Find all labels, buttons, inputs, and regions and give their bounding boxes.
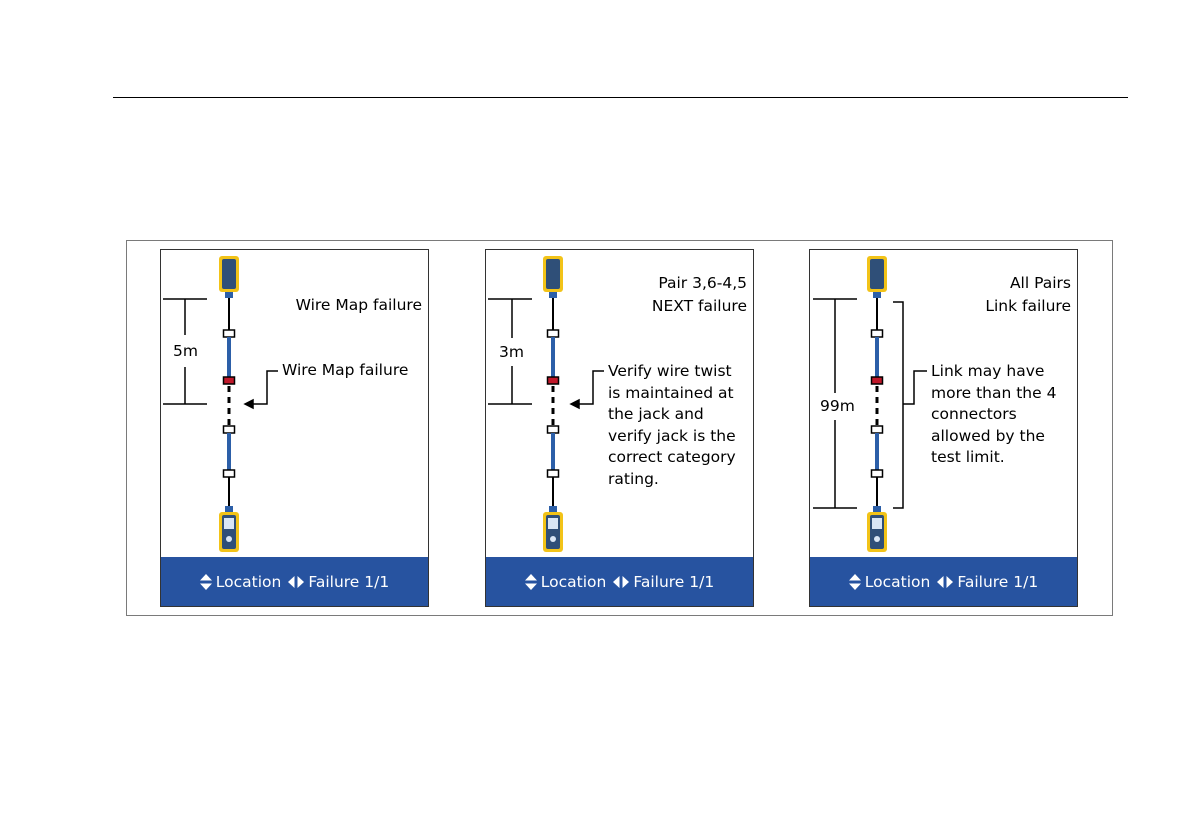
connector — [870, 329, 884, 338]
distance-label: 3m — [499, 343, 524, 361]
left-right-arrows-icon[interactable] — [937, 575, 954, 588]
cable-diagram — [488, 256, 604, 552]
failure-count-label: Failure 1/1 — [957, 572, 1039, 591]
title-line: All Pairs — [1009, 274, 1071, 292]
left-right-arrows-icon[interactable] — [288, 575, 305, 588]
up-down-arrows-icon[interactable] — [524, 573, 537, 590]
distance-bracket — [163, 298, 207, 405]
screen-title: Wire Map failure — [296, 294, 422, 317]
remote-unit-icon — [219, 256, 239, 298]
main-unit-icon — [219, 506, 239, 552]
title-line: Wire Map failure — [295, 296, 422, 314]
location-label: Location — [215, 572, 282, 591]
callout-text: Link may have more than the 4 connectors… — [931, 361, 1056, 469]
connector — [222, 329, 236, 338]
note-line: allowed by the — [931, 426, 1045, 445]
connector — [546, 469, 560, 478]
callout-text: Verify wire twist is maintained at the j… — [608, 361, 736, 490]
cable-diagram — [163, 256, 278, 552]
status-bar: Location Failure 1/1 — [810, 557, 1077, 606]
connector — [870, 469, 884, 478]
note-line: more than the 4 — [931, 383, 1057, 402]
callout-arrow — [243, 370, 278, 410]
status-bar: Location Failure 1/1 — [161, 557, 428, 606]
callout-arrow — [569, 370, 604, 410]
connector — [222, 425, 236, 434]
connector — [870, 425, 884, 434]
main-unit-icon — [543, 506, 563, 552]
remote-unit-icon — [867, 256, 887, 298]
up-down-arrows-icon[interactable] — [848, 573, 861, 590]
title-line: Link failure — [985, 297, 1071, 315]
connector — [546, 425, 560, 434]
failure-count-label: Failure 1/1 — [308, 572, 390, 591]
screen-next-failure: Pair 3,6-4,5 NEXT failure 3m Verify wire… — [485, 249, 754, 607]
status-bar: Location Failure 1/1 — [486, 557, 753, 606]
failure-count-label: Failure 1/1 — [633, 572, 715, 591]
note-line: correct category — [608, 448, 736, 466]
distance-label: 99m — [820, 397, 855, 415]
fault-connector — [222, 376, 236, 385]
title-line: Pair 3,6-4,5 — [658, 274, 747, 292]
note-line: rating. — [608, 469, 659, 488]
fault-connector — [870, 376, 884, 385]
note-line: test limit. — [931, 448, 1005, 466]
screen-title: All Pairs Link failure — [985, 272, 1071, 318]
location-label: Location — [540, 572, 607, 591]
remote-unit-icon — [543, 256, 563, 298]
figure-frame — [126, 240, 1113, 616]
distance-bracket — [488, 298, 532, 405]
note-line: the jack and — [608, 405, 704, 423]
screen-link-failure: All Pairs Link failure 99m Link may have… — [809, 249, 1078, 607]
screen-title: Pair 3,6-4,5 NEXT failure — [652, 272, 747, 318]
callout-text: Wire Map failure — [282, 360, 408, 382]
note-line: verify jack is the — [608, 426, 736, 445]
note-line: Verify wire twist — [608, 362, 732, 380]
cable-diagram — [813, 256, 927, 552]
page-top-rule — [113, 97, 1128, 98]
note-line: connectors — [931, 405, 1017, 423]
location-label: Location — [864, 572, 931, 591]
link-span-bracket — [893, 301, 927, 509]
fault-connector — [546, 376, 560, 385]
note-line: Link may have — [931, 362, 1045, 380]
connector — [222, 469, 236, 478]
up-down-arrows-icon[interactable] — [199, 573, 212, 590]
title-line: NEXT failure — [651, 297, 747, 315]
distance-bracket — [813, 298, 857, 509]
note-line: Wire Map failure — [282, 361, 409, 379]
note-line: is maintained at — [608, 383, 734, 402]
left-right-arrows-icon[interactable] — [613, 575, 630, 588]
screen-wire-map-failure: Wire Map failure 5m Wire Map failure Loc… — [160, 249, 429, 607]
connector — [546, 329, 560, 338]
distance-label: 5m — [173, 342, 198, 360]
main-unit-icon — [867, 506, 887, 552]
